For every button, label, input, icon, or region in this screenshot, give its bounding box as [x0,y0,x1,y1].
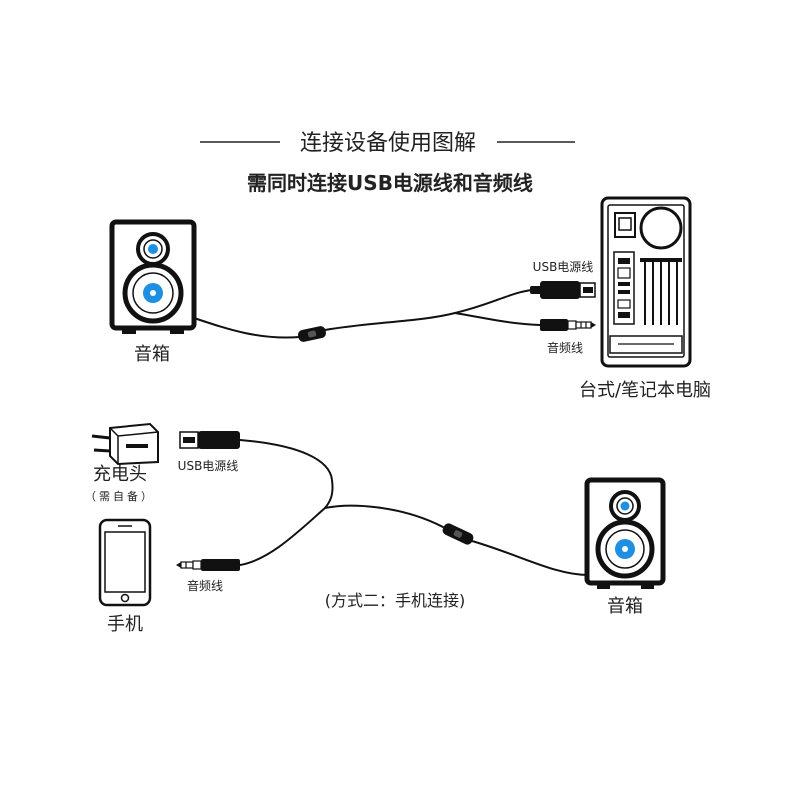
top-main-cable [324,312,456,331]
bottom-usb-cable [239,439,334,509]
computer-tower-icon [600,196,692,368]
usb-plug-icon [179,431,240,449]
bottom-speaker-label: 音箱 [607,596,643,617]
method-label: (方式二：手机连接) [325,591,466,610]
top-speaker-cable [193,317,301,339]
speaker-icon [109,219,197,334]
bottom-audio-label: 音频线 [187,578,223,593]
audio-jack-icon [540,319,596,331]
usb-plug-icon [530,281,596,299]
bottom-audio-cable [239,507,326,566]
bottom-speaker-cable [471,540,589,576]
inline-switch-icon [442,523,474,545]
top-audio-label: 音频线 [547,340,583,355]
bottom-main-cable [324,504,444,528]
diagram-title: 连接设备使用图解 [300,131,476,156]
computer-label: 台式/笔记本电脑 [579,380,711,401]
audio-jack-icon [176,559,240,571]
top-usb-label: USB电源线 [533,260,594,274]
charger-icon [91,422,159,466]
diagram-subtitle: 需同时连接USB电源线和音频线 [247,171,533,195]
bottom-usb-label: USB电源线 [178,459,239,473]
speaker-icon [584,477,666,589]
top-speaker-label: 音箱 [134,344,170,365]
top-audio-cable [454,312,541,326]
top-usb-cable [454,289,533,314]
charger-label: 充电头 [93,464,147,485]
phone-icon [98,518,152,607]
charger-note: （需自备） [85,489,155,503]
inline-switch-icon [297,326,327,342]
phone-label: 手机 [107,614,143,635]
